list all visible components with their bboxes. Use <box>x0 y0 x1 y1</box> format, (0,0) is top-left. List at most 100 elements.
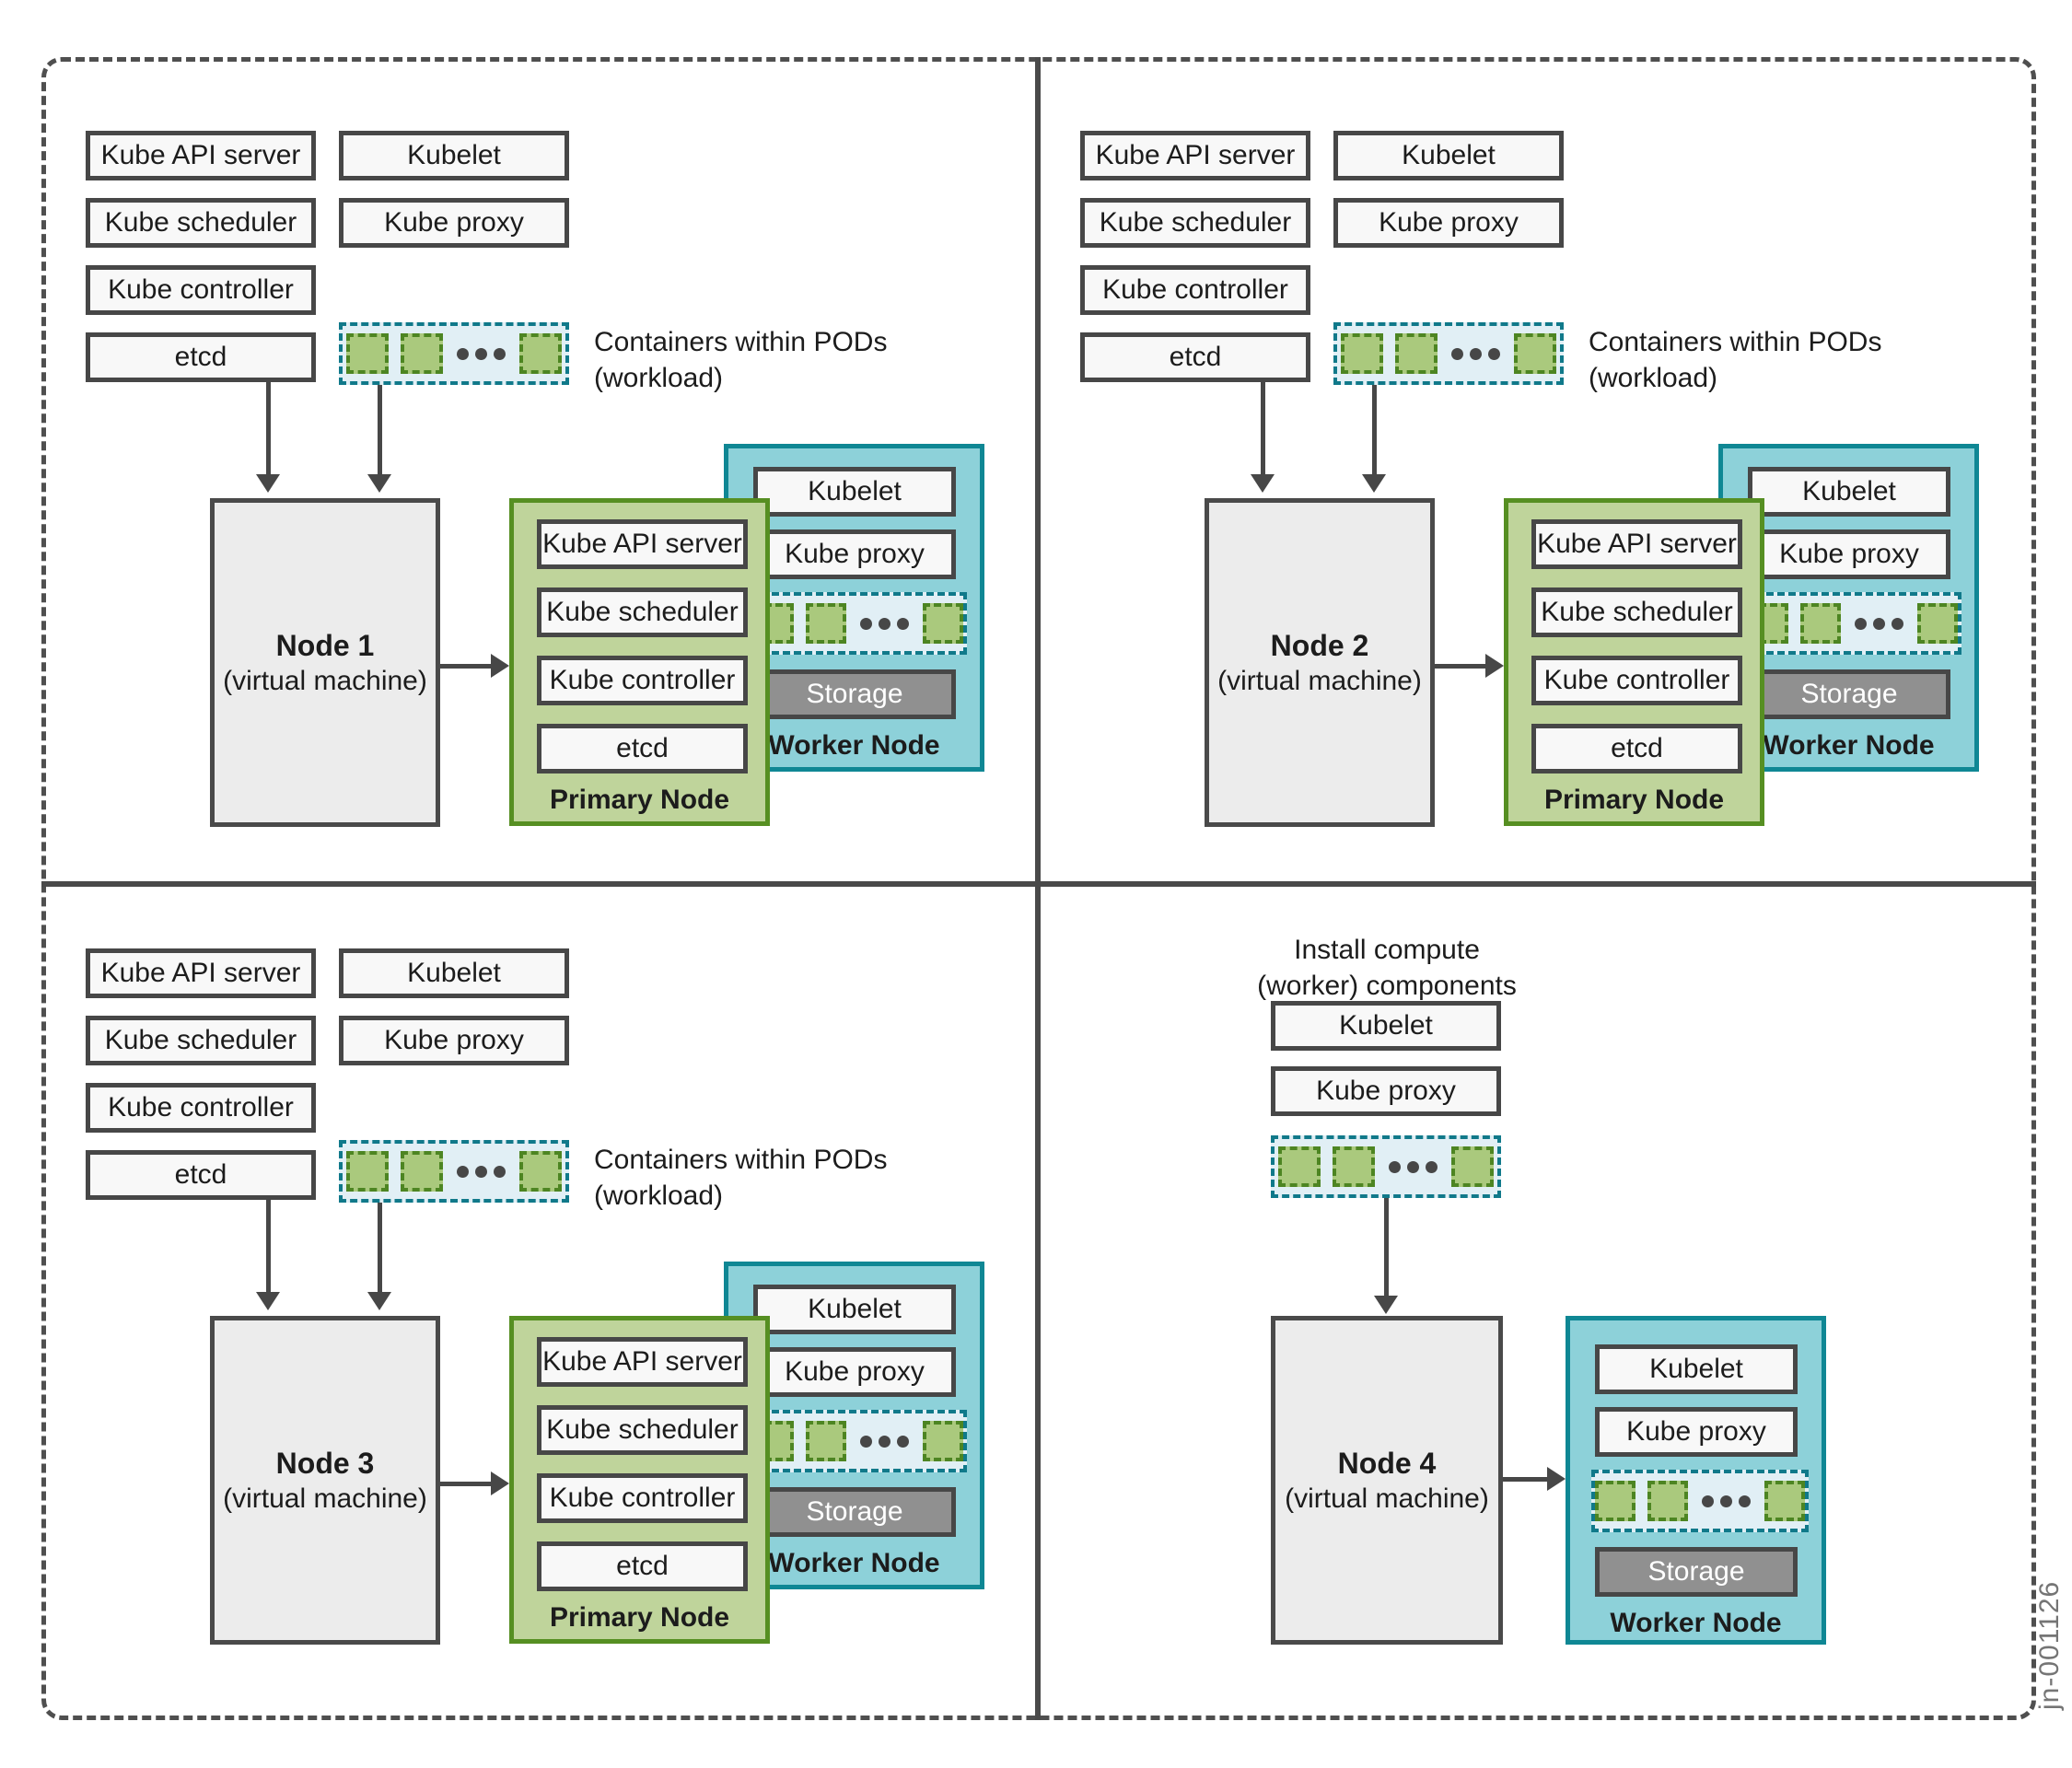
container-icon <box>1764 1481 1805 1521</box>
primary-node-box: Kube API server Kube scheduler Kube cont… <box>1504 498 1764 826</box>
storage-box: Storage <box>1595 1547 1798 1597</box>
ellipsis-icon <box>1855 617 1903 630</box>
kube-proxy-box: Kube proxy <box>1333 198 1564 248</box>
kube-proxy-box: Kube proxy <box>753 529 956 579</box>
container-icon <box>401 1151 443 1192</box>
kubelet-box: Kubelet <box>1595 1344 1798 1394</box>
pods-to-node-arrow <box>378 1203 382 1294</box>
container-icon <box>923 1421 963 1461</box>
pods-strip <box>339 322 569 385</box>
container-icon <box>346 1151 389 1192</box>
container-icon <box>1647 1481 1688 1521</box>
vertical-divider <box>1035 57 1041 1720</box>
node-name: Node 1 <box>275 628 375 662</box>
worker-node-label: Worker Node <box>768 730 940 761</box>
node-subtitle: (virtual machine) <box>223 665 427 696</box>
arrow-down-icon <box>256 474 280 493</box>
container-icon <box>401 333 443 374</box>
kubelet-box: Kubelet <box>1271 1001 1501 1051</box>
kube-controller-box: Kube controller <box>537 1473 748 1523</box>
worker-node-label: Worker Node <box>1763 730 1935 761</box>
arrow-right-icon <box>491 654 509 678</box>
kube-scheduler-box: Kube scheduler <box>86 1016 316 1065</box>
kube-api-server-box: Kube API server <box>86 948 316 998</box>
kube-proxy-box: Kube proxy <box>1748 529 1950 579</box>
primary-node-label: Primary Node <box>549 1602 730 1633</box>
pods-strip <box>750 1410 967 1472</box>
etcd-box: etcd <box>1080 332 1310 382</box>
pods-to-node-arrow <box>1384 1198 1389 1297</box>
node-vm-box: Node 2 (virtual machine) <box>1205 498 1435 827</box>
kube-api-server-box: Kube API server <box>86 131 316 180</box>
pods-strip <box>1333 322 1564 385</box>
node-name: Node 4 <box>1337 1446 1437 1480</box>
worker-node-label: Worker Node <box>1610 1608 1782 1638</box>
kube-controller-box: Kube controller <box>1531 656 1742 705</box>
storage-box: Storage <box>753 669 956 719</box>
kube-controller-box: Kube controller <box>86 1083 316 1133</box>
ellipsis-icon <box>860 1435 909 1448</box>
node-to-worker-arrow <box>1503 1477 1549 1482</box>
primary-node-box: Kube API server Kube scheduler Kube cont… <box>509 1316 770 1644</box>
node-vm-box: Node 3 (virtual machine) <box>210 1316 440 1645</box>
ellipsis-icon <box>1451 347 1500 360</box>
kube-scheduler-box: Kube scheduler <box>86 198 316 248</box>
pods-strip <box>1744 592 1961 655</box>
kube-proxy-box: Kube proxy <box>339 198 569 248</box>
kube-proxy-box: Kube proxy <box>753 1347 956 1397</box>
pods-caption: Containers within PODs (workload) <box>1589 327 1882 393</box>
etcd-box: etcd <box>537 724 748 774</box>
container-icon <box>519 333 562 374</box>
etcd-box: etcd <box>86 332 316 382</box>
container-icon <box>1278 1146 1321 1187</box>
etcd-box: etcd <box>537 1541 748 1591</box>
container-icon <box>1917 603 1958 644</box>
arrow-down-icon <box>256 1292 280 1310</box>
kube-scheduler-box: Kube scheduler <box>537 587 748 637</box>
container-icon <box>923 603 963 644</box>
worker-node-box: Kubelet Kube proxy Storage Worker Node <box>1566 1316 1826 1645</box>
container-icon <box>1333 1146 1375 1187</box>
pods-strip <box>1271 1135 1501 1198</box>
node-to-primary-arrow <box>1435 664 1487 669</box>
kube-controller-box: Kube controller <box>86 265 316 315</box>
primary-node-box: Kube API server Kube scheduler Kube cont… <box>509 498 770 826</box>
container-icon <box>1514 333 1556 374</box>
pods-to-node-arrow <box>378 385 382 476</box>
kubelet-box: Kubelet <box>1333 131 1564 180</box>
arrow-right-icon <box>1547 1467 1566 1491</box>
pods-caption: Containers within PODs (workload) <box>594 1145 888 1211</box>
container-icon <box>806 1421 846 1461</box>
kubelet-box: Kubelet <box>753 1285 956 1334</box>
arrow-down-icon <box>367 474 391 493</box>
container-icon <box>1395 333 1438 374</box>
node-subtitle: (virtual machine) <box>223 1483 427 1514</box>
kube-proxy-box: Kube proxy <box>339 1016 569 1065</box>
pods-caption: Containers within PODs (workload) <box>594 327 888 393</box>
node-subtitle: (virtual machine) <box>1285 1483 1489 1514</box>
node-vm-box: Node 4 (virtual machine) <box>1271 1316 1503 1645</box>
kube-proxy-box: Kube proxy <box>1271 1066 1501 1116</box>
kube-api-server-box: Kube API server <box>1080 131 1310 180</box>
etcd-to-node-arrow <box>1261 382 1265 476</box>
kubelet-box: Kubelet <box>1748 467 1950 517</box>
storage-box: Storage <box>753 1487 956 1537</box>
arrow-down-icon <box>367 1292 391 1310</box>
arrow-down-icon <box>1362 474 1386 493</box>
container-icon <box>806 603 846 644</box>
quadrant-node-2: Kube API server Kube scheduler Kube cont… <box>995 0 2031 884</box>
pods-strip <box>750 592 967 655</box>
etcd-box: etcd <box>1531 724 1742 774</box>
container-icon <box>1800 603 1841 644</box>
kube-api-server-box: Kube API server <box>537 1337 748 1387</box>
arrow-down-icon <box>1374 1296 1398 1314</box>
ellipsis-icon <box>457 1165 506 1178</box>
container-icon <box>1595 1481 1635 1521</box>
etcd-to-node-arrow <box>266 1200 271 1294</box>
arrow-right-icon <box>491 1471 509 1495</box>
container-icon <box>1341 333 1383 374</box>
kubelet-box: Kubelet <box>339 131 569 180</box>
kube-controller-box: Kube controller <box>537 656 748 705</box>
container-icon <box>1451 1146 1494 1187</box>
